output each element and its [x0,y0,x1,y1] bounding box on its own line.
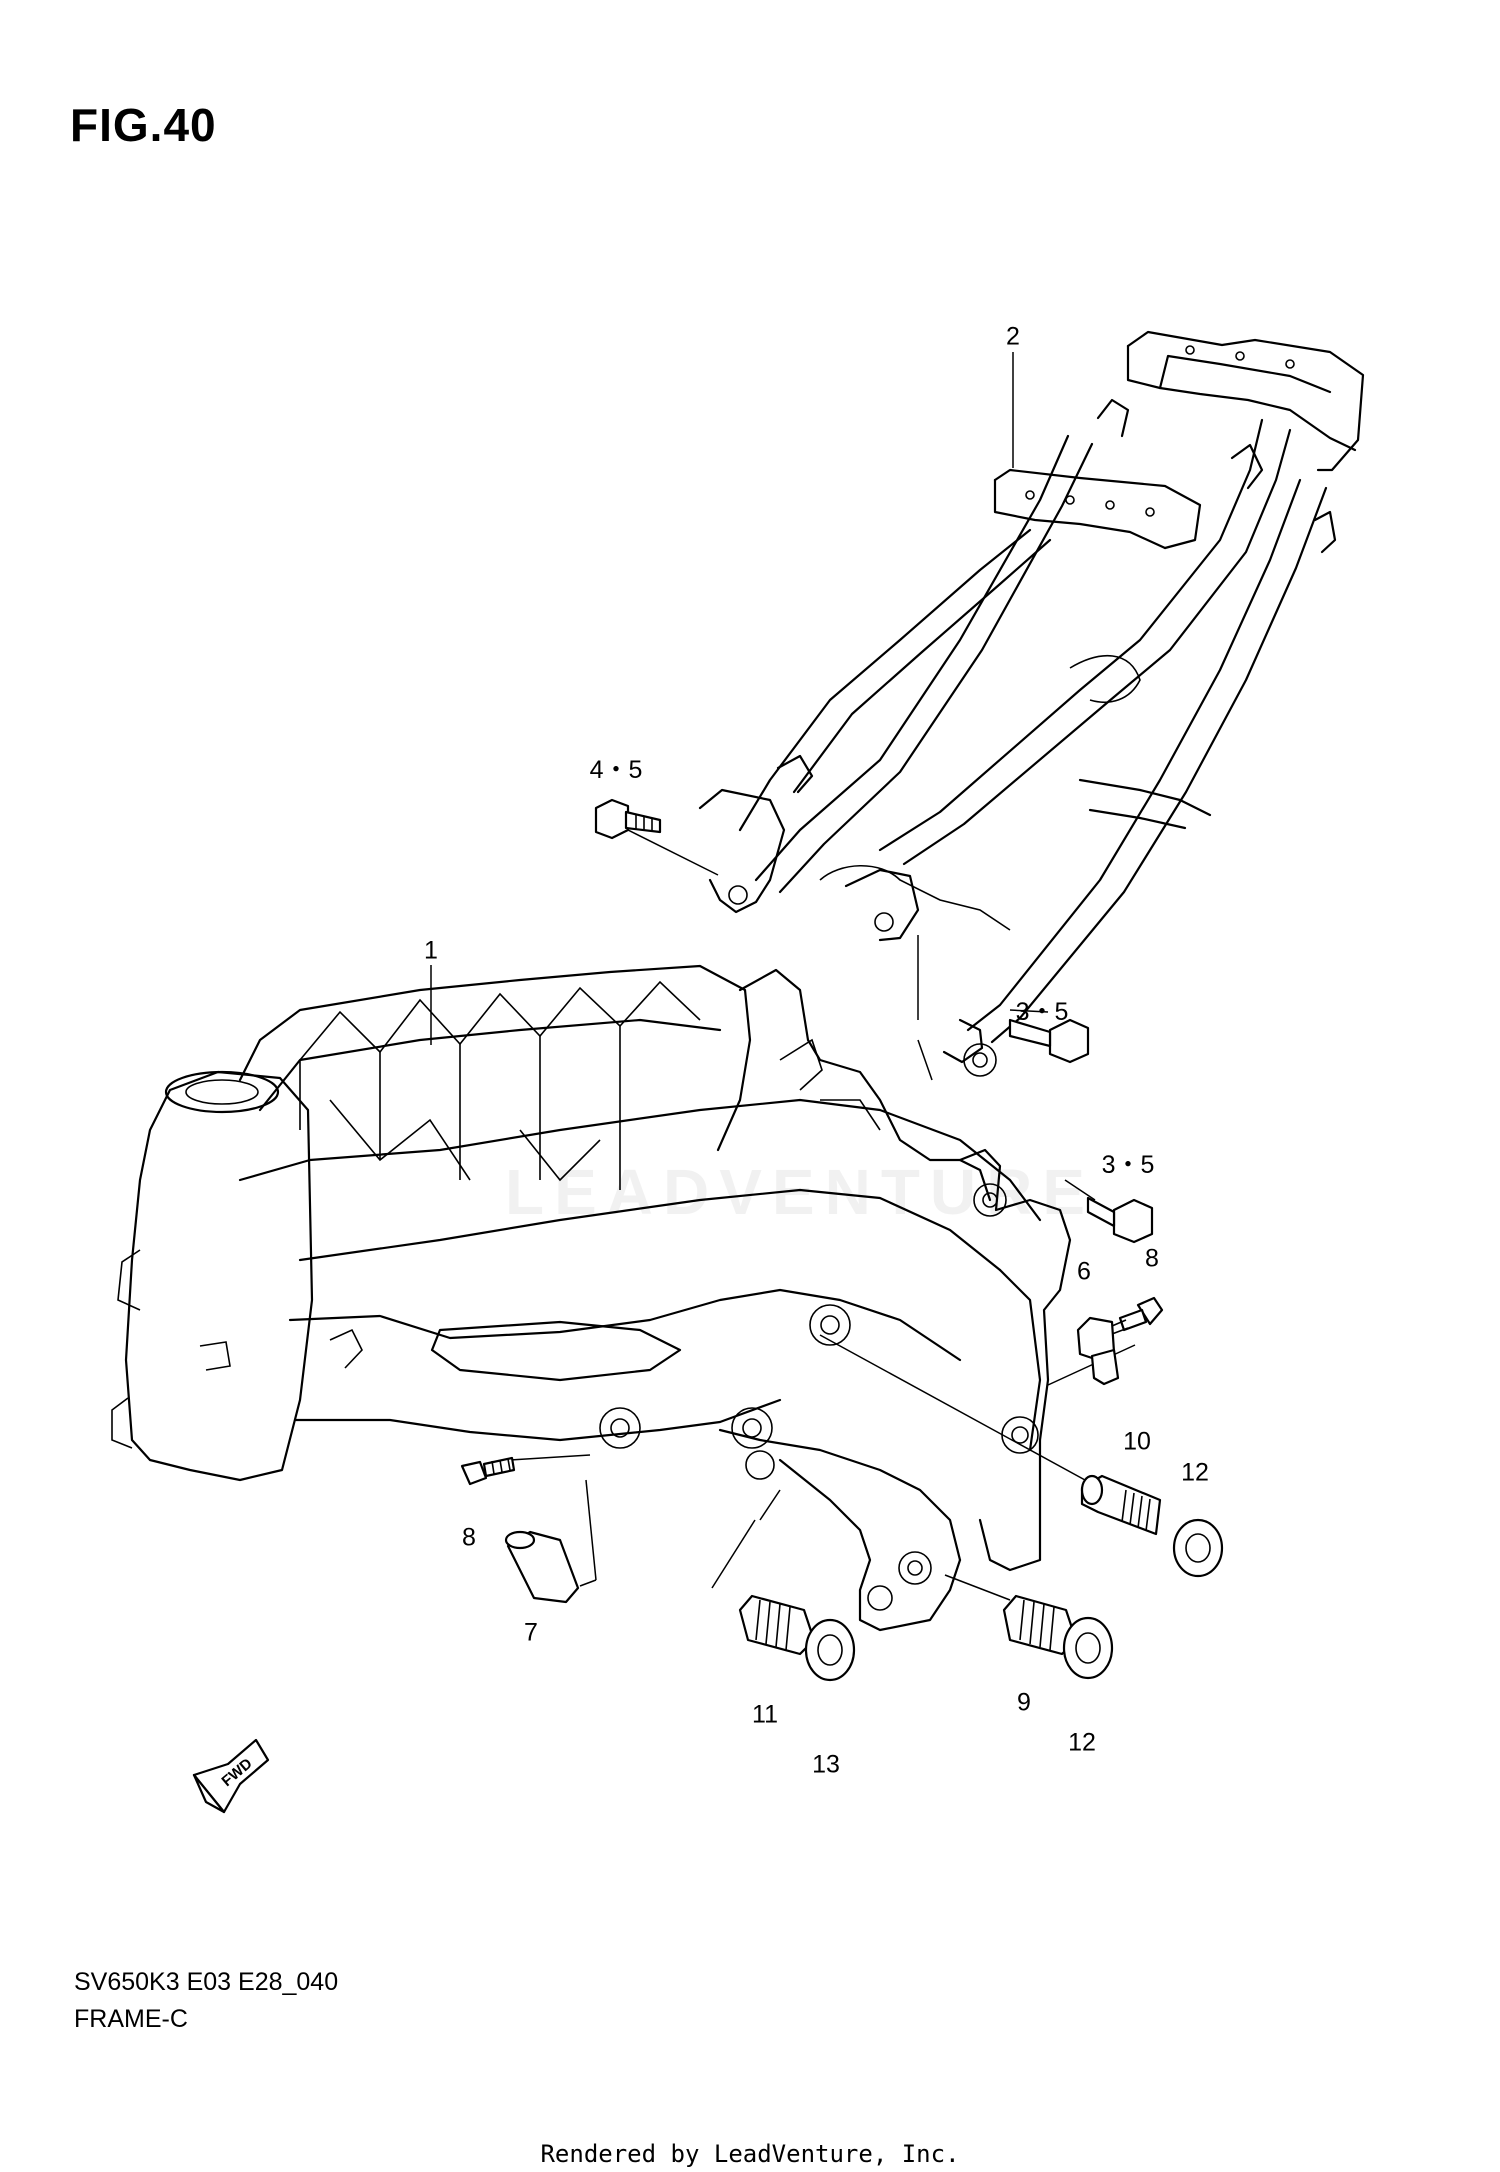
callout-11: 11 [752,1700,778,1729]
figure-title: FIG.40 [70,99,217,151]
bolt-4-5 [594,798,662,840]
bolt-3-5-upper [1008,1018,1090,1064]
callout-4-5: 4・5 [589,756,643,784]
callout-12-lower: 12 [1068,1728,1096,1757]
threaded-pipe-10 [1080,1474,1162,1536]
model-code: SV650K3 E03 E28_040 [74,1968,339,1996]
callout-8-right: 8 [1145,1244,1159,1273]
rendered-by-credit: Rendered by LeadVenture, Inc. [540,2140,960,2168]
callout-12-upper: 12 [1181,1458,1209,1487]
nut-12-upper [1172,1518,1224,1578]
callout-10: 10 [1123,1427,1151,1456]
leader-lines [430,352,1136,1601]
callout-3-5-upper: 3・5 [1015,998,1069,1026]
callout-8-left: 8 [462,1523,476,1552]
callout-13: 13 [812,1750,840,1779]
callout-2: 2 [1006,322,1020,351]
seat-rail-subframe [698,330,1365,1064]
callout-9: 9 [1017,1688,1031,1717]
collar-6 [1076,1316,1120,1386]
nut-12-lower [1062,1616,1114,1680]
fwd-arrow-icon: FWD [192,1738,270,1814]
section-name: FRAME-C [74,2005,188,2033]
nut-13 [804,1618,856,1682]
bolt-8-left [460,1456,516,1486]
callout-6: 6 [1077,1257,1091,1286]
callout-7: 7 [524,1618,538,1647]
main-frame [111,964,1072,1632]
bolt-8-right [1111,1296,1164,1335]
threaded-pipe-11 [738,1594,816,1656]
spacer-7 [504,1530,580,1604]
bolt-3-5-lower [1086,1196,1154,1244]
callout-3-5-lower: 3・5 [1101,1151,1155,1179]
callout-1: 1 [424,936,438,965]
